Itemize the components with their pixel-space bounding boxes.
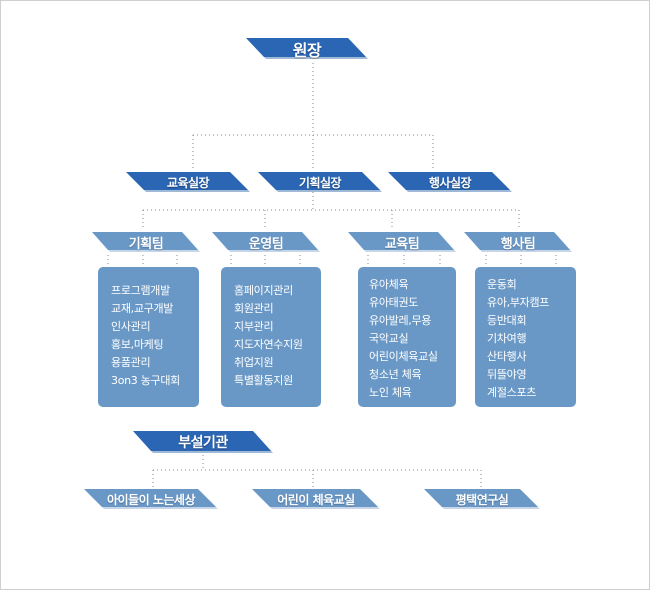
duty-item: 등반대회 [487, 314, 527, 327]
office-label: 교육실장 [166, 175, 210, 190]
duty-item: 유아태권도 [369, 296, 419, 309]
team-badge-education: 교육팀 [348, 232, 456, 252]
duty-item: 회원관리 [234, 302, 274, 315]
affiliate-badge-kids-world: 아이들이 노는세상 [84, 489, 218, 509]
affiliate-label: 어린이 체육교실 [277, 492, 355, 507]
affiliates-title: 부설기관 [178, 435, 228, 451]
director-badge: 원장 [246, 38, 368, 60]
duty-item: 3on3 농구대회 [111, 374, 180, 387]
team-box-planning: 프로그램개발 교재,교구개발 인사관리 홍보,마케팅 용품관리 3on3 농구대… [98, 267, 199, 407]
affiliate-label: 평택연구실 [455, 492, 509, 507]
team-badge-operations: 운영팀 [212, 232, 320, 252]
duty-item: 홍보,마케팅 [111, 338, 164, 351]
affiliate-badge-pyeongtaek-lab: 평택연구실 [424, 489, 540, 509]
office-label: 행사실장 [428, 175, 472, 190]
director-label: 원장 [292, 41, 322, 60]
team-label: 운영팀 [248, 236, 284, 252]
duty-item: 유아,부자캠프 [487, 296, 550, 309]
duty-item: 특별활동지원 [234, 374, 293, 387]
affiliate-badge-kids-pe: 어린이 체육교실 [252, 489, 380, 509]
duty-item: 지부관리 [234, 320, 274, 333]
duty-item: 유아발레,무용 [369, 314, 432, 327]
team-label: 교육팀 [384, 236, 420, 252]
duty-item: 기차여행 [487, 332, 527, 345]
duty-item: 교재,교구개발 [111, 302, 174, 315]
duty-item: 어린이체육교실 [369, 350, 438, 363]
office-label: 기획실장 [298, 175, 342, 190]
duty-item: 운동회 [487, 278, 517, 291]
team-badge-planning: 기획팀 [92, 232, 200, 252]
duty-item: 용품관리 [111, 356, 151, 369]
duty-item: 국악교실 [369, 332, 409, 345]
team-box-education: 유아체육 유아태권도 유아발레,무용 국악교실 어린이체육교실 청소년 체육 노… [358, 267, 456, 407]
duty-item: 산타행사 [487, 350, 527, 363]
duty-item: 지도자연수지원 [234, 338, 303, 351]
duty-item: 홈페이지관리 [234, 284, 293, 297]
duty-item: 취업지원 [234, 356, 274, 369]
office-badge-planning: 기획실장 [258, 172, 382, 192]
duty-item: 인사관리 [111, 320, 151, 333]
affiliates-badge: 부설기관 [133, 431, 273, 453]
affiliate-label: 아이들이 노는세상 [107, 492, 196, 507]
duty-item: 노인 체육 [369, 386, 412, 399]
team-label: 행사팀 [500, 236, 536, 252]
team-label: 기획팀 [128, 236, 164, 252]
team-box-operations: 홈페이지관리 회원관리 지부관리 지도자연수지원 취업지원 특별활동지원 [221, 267, 321, 407]
duty-item: 프로그램개발 [111, 284, 170, 297]
team-badge-events: 행사팀 [464, 232, 572, 252]
office-badge-education: 교육실장 [126, 172, 250, 192]
team-box-events: 운동회 유아,부자캠프 등반대회 기차여행 산타행사 뒤뜰야영 계절스포츠 [475, 267, 576, 407]
duty-item: 청소년 체육 [369, 368, 422, 381]
duty-item: 유아체육 [369, 278, 409, 291]
duty-item: 계절스포츠 [487, 386, 537, 399]
office-badge-events: 행사실장 [388, 172, 512, 192]
duty-item: 뒤뜰야영 [487, 368, 527, 381]
